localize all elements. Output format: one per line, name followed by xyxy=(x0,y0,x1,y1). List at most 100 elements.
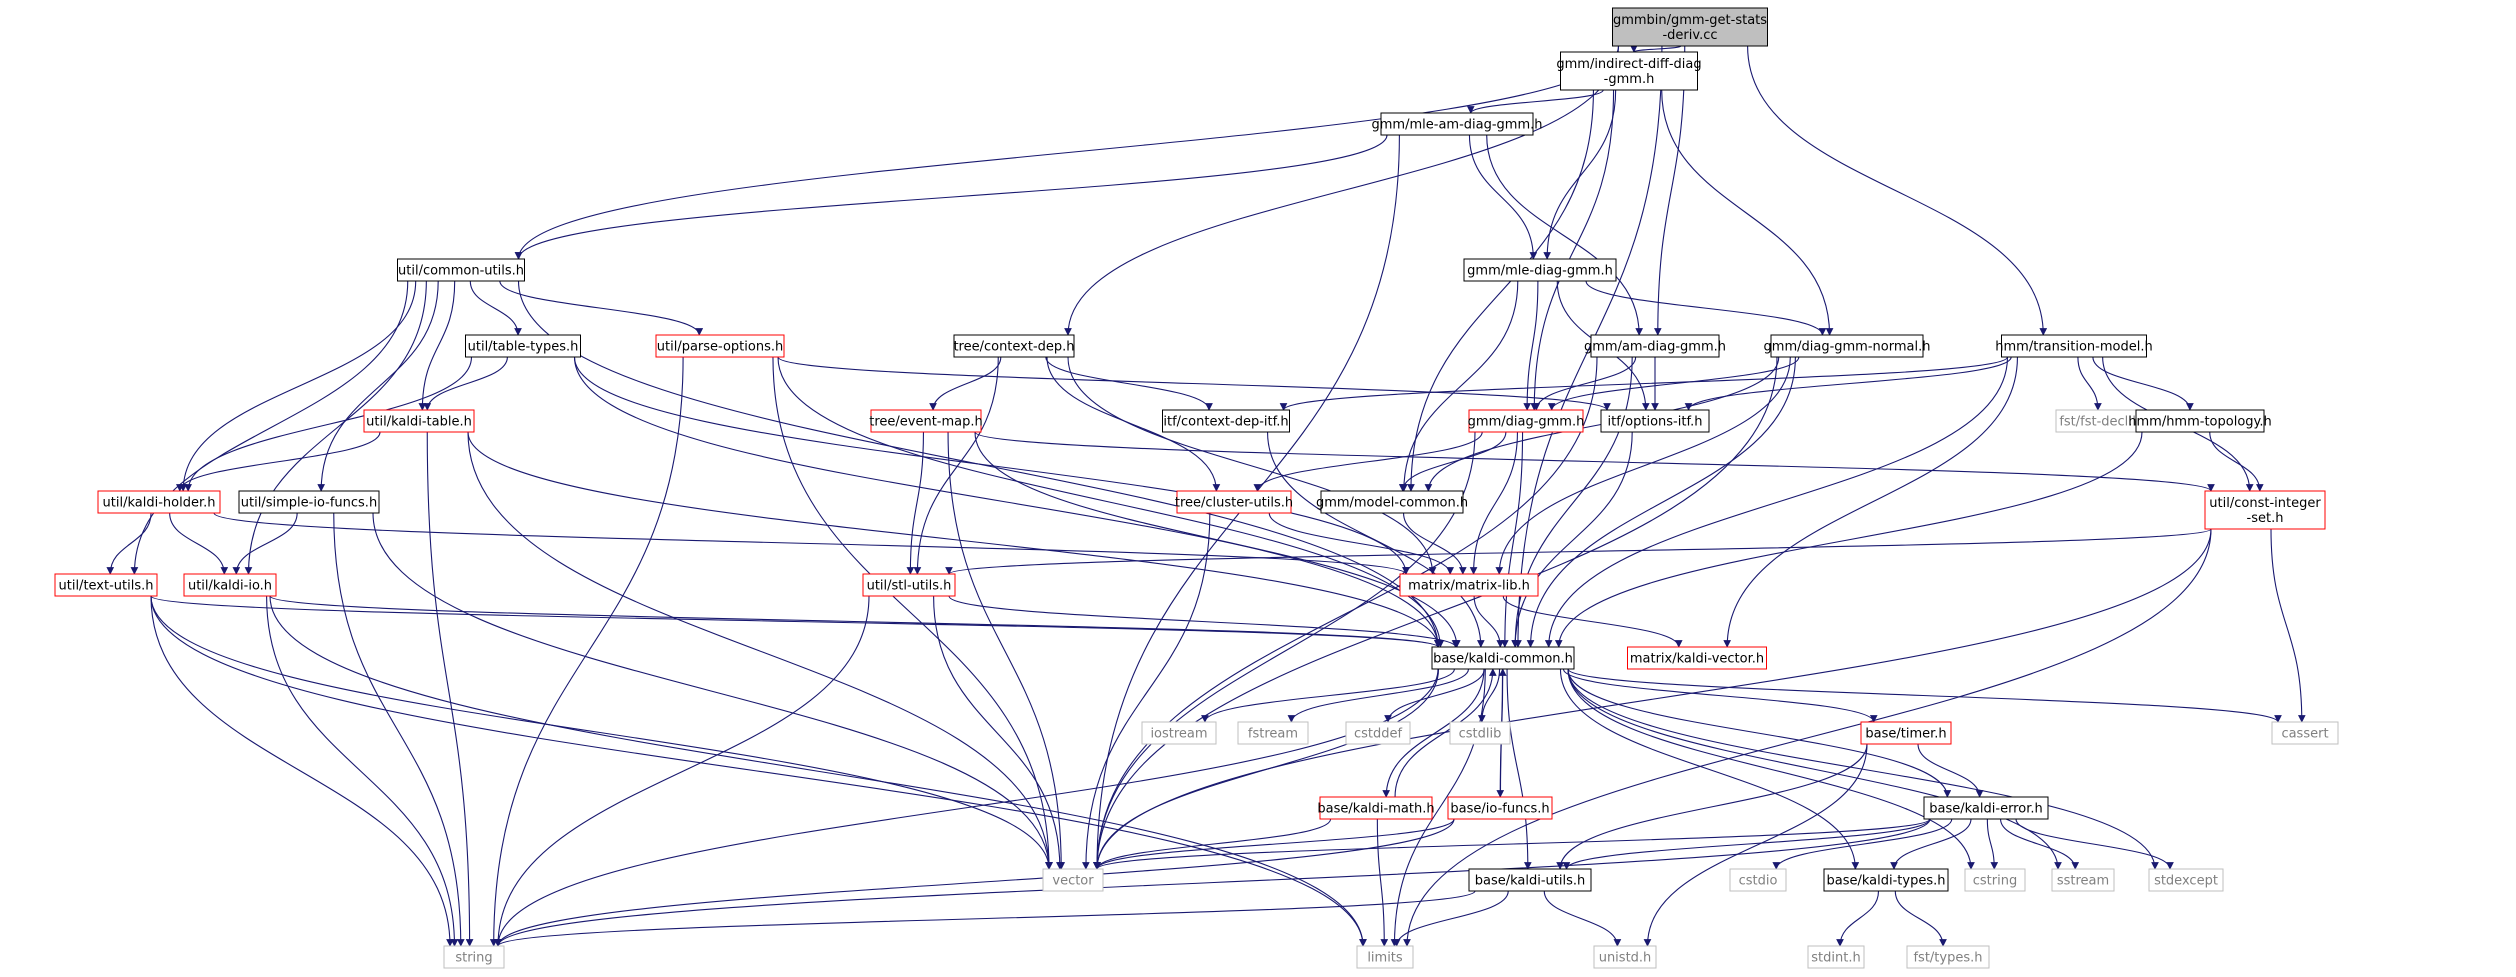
edge-matlib-to-kvector xyxy=(1502,595,1683,648)
node-label: util/text-utils.h xyxy=(59,579,154,594)
node-util-kaldi-holder-h[interactable]: util/kaldi-holder.h xyxy=(97,490,221,514)
node-util-text-utils-h[interactable]: util/text-utils.h xyxy=(54,573,158,597)
node-box xyxy=(2135,409,2265,433)
node-gmm-indirect-diff-diag-gmm-h[interactable]: gmm/indirect-diff-diag-gmm.h xyxy=(1556,51,1702,91)
node-gmm-mle-am-diag-gmm-h[interactable]: gmm/mle-am-diag-gmm.h xyxy=(1372,112,1543,136)
node-label: cstdlib xyxy=(1459,727,1502,742)
node-label: fstream xyxy=(1248,727,1298,742)
edge-kholder-to-matlib xyxy=(213,512,1410,575)
node-base-kaldi-common-h[interactable]: base/kaldi-common.h xyxy=(1431,646,1575,670)
node-itf-options-itf-h[interactable]: itf/options-itf.h xyxy=(1600,409,1710,433)
edge-eventmap-to-stlutils xyxy=(906,431,924,575)
edge-kutils-to-limits xyxy=(1392,890,1509,947)
edge-transmodel-to-kcommon xyxy=(1544,356,2009,648)
node-hmm-hmm-topology-h[interactable]: hmm/hmm-topology.h xyxy=(2128,409,2272,433)
node-util-parse-options-h[interactable]: util/parse-options.h xyxy=(655,334,785,358)
edges-layer xyxy=(106,45,2306,947)
edge-cluster-to-vector xyxy=(1082,512,1211,870)
node-label: gmmbin/gmm-get-stats xyxy=(1613,13,1767,28)
edge-iofuncs-to-string xyxy=(494,818,1455,947)
node-label: matrix/matrix-lib.h xyxy=(1408,579,1530,594)
edge-timer-to-unistd xyxy=(1643,743,1868,947)
node-label: util/kaldi-table.h xyxy=(366,415,472,430)
node-gmm-diag-gmm-h[interactable]: gmm/diag-gmm.h xyxy=(1468,409,1585,433)
node-label: base/io-funcs.h xyxy=(1450,802,1549,817)
edge-transmodel-to-fstdecl xyxy=(2077,356,2102,411)
edge-diaggmm-to-vector xyxy=(1093,431,1476,870)
node-matrix-matrix-lib-h[interactable]: matrix/matrix-lib.h xyxy=(1399,573,1539,597)
node-label: gmm/indirect-diff-diag xyxy=(1556,57,1701,72)
node-hmm-transition-model-h[interactable]: hmm/transition-model.h xyxy=(1995,334,2153,358)
node-label: fst/fst-decl.h xyxy=(2059,415,2140,430)
edge-common-to-parseopt xyxy=(499,280,704,336)
edge-kerror-to-vector xyxy=(1093,818,1931,870)
node-tree-cluster-utils-h[interactable]: tree/cluster-utils.h xyxy=(1175,490,1293,514)
node-label: itf/context-dep-itf.h xyxy=(1163,415,1288,430)
node-label: tree/event-map.h xyxy=(869,415,983,430)
node-label: util/stl-utils.h xyxy=(867,579,952,594)
edge-timer-to-kutils xyxy=(1556,743,1868,870)
edge-transmodel-to-hmmtopo xyxy=(2092,356,2194,411)
edge-kmath-to-vector xyxy=(1093,818,1332,870)
nodes-layer: gmmbin/gmm-get-stats-deriv.ccgmm/indirec… xyxy=(54,7,2339,969)
edge-ctxdep-to-cluster xyxy=(1046,356,1221,492)
node-util-simple-io-funcs-h[interactable]: util/simple-io-funcs.h xyxy=(238,490,380,514)
node-util-kaldi-io-h[interactable]: util/kaldi-io.h xyxy=(183,573,277,597)
node-label: iostream xyxy=(1150,727,1207,742)
node-base-kaldi-types-h[interactable]: base/kaldi-types.h xyxy=(1823,868,1949,892)
node-string: string xyxy=(443,945,505,969)
node-box xyxy=(1176,490,1292,514)
edge-constint-to-cassert xyxy=(2270,528,2306,723)
node-util-common-utils-h[interactable]: util/common-utils.h xyxy=(397,258,525,282)
edge-mlediag-to-modelcommon xyxy=(1399,280,1519,492)
node-vector: vector xyxy=(1042,868,1104,892)
edge-kerror-to-kutils xyxy=(1562,818,1931,870)
node-util-table-types-h[interactable]: util/table-types.h xyxy=(465,334,581,358)
edge-constint-to-limits xyxy=(1403,528,2212,947)
edge-textutils-to-kcommon xyxy=(150,595,1442,648)
node-tree-event-map-h[interactable]: tree/event-map.h xyxy=(869,409,983,433)
edge-transmodel-to-kvector xyxy=(1723,356,2018,648)
node-base-kaldi-utils-h[interactable]: base/kaldi-utils.h xyxy=(1468,868,1592,892)
node-label: cstdio xyxy=(1739,874,1778,889)
node-box xyxy=(1593,945,1657,969)
node-base-kaldi-error-h[interactable]: base/kaldi-error.h xyxy=(1923,796,2049,820)
node-label: util/simple-io-funcs.h xyxy=(241,496,377,511)
node-util-kaldi-table-h[interactable]: util/kaldi-table.h xyxy=(363,409,475,433)
edge-diaggmm-to-matlib xyxy=(1469,431,1518,575)
edge-kholder-to-kaldiio xyxy=(169,512,229,575)
edge-dgnormal-to-vector xyxy=(1093,356,1778,870)
node-box xyxy=(443,945,505,969)
edge-kalditable-to-kholder xyxy=(175,431,381,492)
node-util-stl-utils-h[interactable]: util/stl-utils.h xyxy=(862,573,956,597)
edge-amdiag-to-vector xyxy=(1093,356,1598,870)
edge-textutils-to-string xyxy=(150,595,454,947)
node-box xyxy=(2001,334,2147,358)
edge-ind-to-modelcommon xyxy=(1407,89,1594,492)
edge-kalditable-to-vector xyxy=(467,431,1053,870)
edge-kerror-to-ktypes xyxy=(1890,818,1972,870)
edge-parseopt-to-optitf xyxy=(777,356,1611,411)
node-box xyxy=(1431,646,1575,670)
node-cstdlib: cstdlib xyxy=(1449,721,1511,745)
node-matrix-kaldi-vector-h[interactable]: matrix/kaldi-vector.h xyxy=(1627,646,1767,670)
edge-simpleio-to-kaldiio xyxy=(232,512,298,575)
node-base-timer-h[interactable]: base/timer.h xyxy=(1860,721,1952,745)
node-box xyxy=(1141,721,1217,745)
node-util-const-integer-set-h[interactable]: util/const-integer-set.h xyxy=(2204,490,2326,530)
node-itf-context-dep-itf-h[interactable]: itf/context-dep-itf.h xyxy=(1162,409,1290,433)
node-gmm-model-common-h[interactable]: gmm/model-common.h xyxy=(1316,490,1468,514)
edge-dgnormal-to-kcommon xyxy=(1526,356,1796,648)
node-tree-context-dep-h[interactable]: tree/context-dep.h xyxy=(953,334,1075,358)
node-gmm-am-diag-gmm-h[interactable]: gmm/am-diag-gmm.h xyxy=(1584,334,1726,358)
edge-common-to-kaldiio xyxy=(244,280,427,575)
node-gmmbin-gmm-get-stats-deriv-cc[interactable]: gmmbin/gmm-get-stats-deriv.cc xyxy=(1612,7,1768,47)
node-label: base/kaldi-types.h xyxy=(1827,874,1946,889)
edge-kerror-to-cstdio xyxy=(1772,818,1953,870)
node-base-io-funcs-h[interactable]: base/io-funcs.h xyxy=(1447,796,1553,820)
edge-kutils-to-unistd xyxy=(1543,890,1622,947)
node-gmm-diag-gmm-normal-h[interactable]: gmm/diag-gmm-normal.h xyxy=(1764,334,1931,358)
node-box xyxy=(1449,721,1511,745)
node-base-kaldi-math-h[interactable]: base/kaldi-math.h xyxy=(1317,796,1435,820)
node-gmm-mle-diag-gmm-h[interactable]: gmm/mle-diag-gmm.h xyxy=(1463,258,1617,282)
